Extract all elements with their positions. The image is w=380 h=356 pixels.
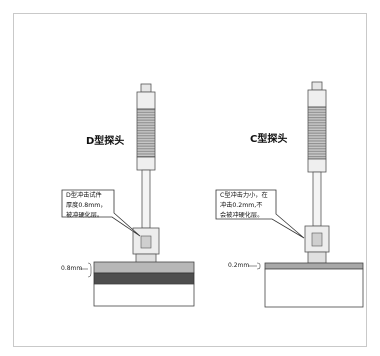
- c-note-line: C型冲击力小，在: [220, 192, 268, 199]
- d-note-line: D型冲击试件: [66, 192, 102, 199]
- c-probe-upper-body: [307, 89, 327, 108]
- d-probe-lower-body: [136, 156, 156, 171]
- c-probe-title: C型探头: [250, 134, 288, 145]
- c-note-line: 冲击0.2mm,不: [220, 202, 263, 209]
- c-probe-shaft: [312, 171, 322, 227]
- c-probe-grip: [307, 106, 327, 160]
- d-sample-surface-layer: [93, 261, 195, 274]
- d-sample: [93, 261, 195, 307]
- c-probe-lower-body: [307, 158, 327, 173]
- c-callout-bubble: [215, 189, 305, 239]
- c-sample: [264, 262, 364, 308]
- c-callout-text: C型冲击力小，在 冲击0.2mm,不 会被冲硬化层。: [220, 191, 268, 221]
- c-sample-surface-layer: [264, 262, 364, 270]
- c-depth-indicator: [248, 262, 261, 270]
- d-probe: [132, 83, 160, 265]
- d-probe-grip: [136, 108, 156, 158]
- d-depth-indicator: [80, 262, 92, 278]
- d-sample-hardened-layer: [93, 272, 195, 285]
- c-probe-foot: [307, 251, 327, 264]
- d-probe-title: D型探头: [86, 136, 125, 147]
- c-probe-indenter: [311, 232, 323, 247]
- c-sample-base: [264, 268, 364, 308]
- d-note-line: 被冲硬化层。: [66, 212, 104, 219]
- c-probe: [304, 81, 330, 264]
- d-sample-base: [93, 283, 195, 307]
- d-callout-bubble: [61, 189, 141, 237]
- d-probe-indenter: [140, 235, 152, 249]
- c-note-line: 会被冲硬化层。: [220, 212, 264, 219]
- d-callout-text: D型冲击试件 厚度0.8mm， 被冲硬化层。: [66, 191, 106, 221]
- d-probe-shaft: [141, 169, 151, 229]
- d-probe-upper-body: [136, 91, 156, 110]
- d-depth-label: 0.8mm: [61, 265, 83, 272]
- c-depth-label: 0.2mm: [228, 262, 250, 269]
- c-probe-cap: [311, 81, 323, 91]
- d-probe-cap: [140, 83, 152, 93]
- d-note-line: 厚度0.8mm，: [66, 202, 107, 209]
